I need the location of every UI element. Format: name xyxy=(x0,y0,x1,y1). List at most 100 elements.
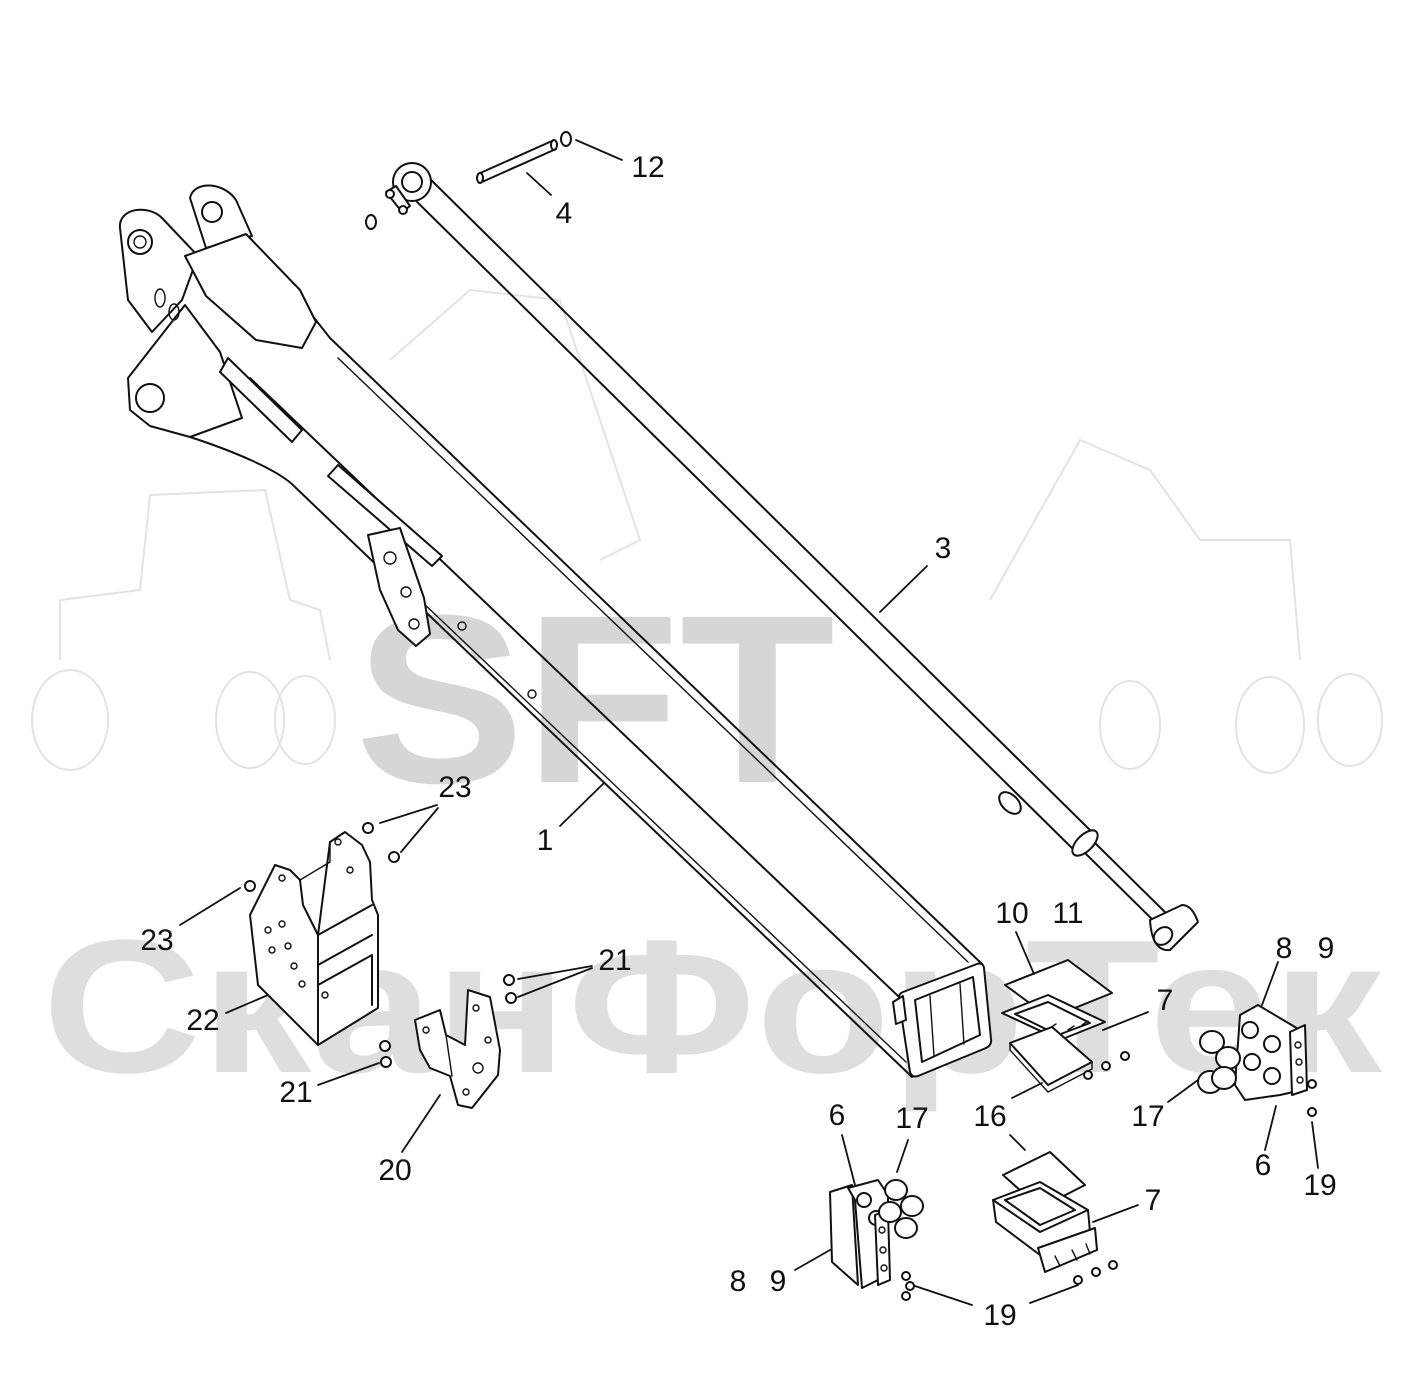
angle-strip-9-right-hole-3 xyxy=(1296,1076,1304,1084)
boom-head-underside xyxy=(189,436,297,489)
boom-side-slot-2 xyxy=(327,464,443,567)
bracket-22-hole-10 xyxy=(346,866,354,874)
leader-3 xyxy=(879,565,928,613)
bolt-19-left-b xyxy=(905,1281,915,1291)
callout-16: 16 xyxy=(973,1100,1006,1133)
watermark-tractor-left xyxy=(31,488,336,771)
boom-top-web-plate xyxy=(184,233,317,349)
watermark-excavator-center-boom xyxy=(389,288,642,561)
bracket-22-hole-7 xyxy=(290,962,298,970)
boom-left-pivot-hole-inner xyxy=(133,235,147,249)
side-plate-6-left-hole-1 xyxy=(856,1192,872,1208)
leader-lines xyxy=(179,139,1319,1306)
cylinder-head-clamp-bolt-2 xyxy=(398,205,408,215)
wear-frame-part-7-lower-opening xyxy=(1004,1187,1076,1226)
angle-strip-9-left-hole-2 xyxy=(879,1246,887,1254)
bracket-plate-20-hole-4 xyxy=(472,1062,484,1074)
angle-strip-9-right-hole-2 xyxy=(1295,1058,1303,1066)
pad-part-17-right-4 xyxy=(1211,1066,1237,1090)
bolt-23-a xyxy=(362,822,374,834)
leader-7-upper xyxy=(1102,1011,1149,1031)
side-plate-6-right-hole-4 xyxy=(1263,1067,1281,1085)
leader-19-lower xyxy=(914,1284,1079,1306)
leader-19-right xyxy=(1311,1121,1319,1169)
bracket-plate-20-outline xyxy=(414,989,501,1109)
pad-part-17-left-1 xyxy=(884,1179,908,1201)
wear-block-lower xyxy=(1037,1227,1098,1273)
retaining-ring-part-12-left xyxy=(365,214,377,230)
pin-upper-line xyxy=(477,140,553,175)
wear-frame-part-11-opening xyxy=(1014,1001,1091,1036)
bracket-22-hole-9 xyxy=(321,991,329,999)
bolt-21-c xyxy=(379,1040,391,1052)
leader-10 xyxy=(1015,931,1035,975)
boom-end-face-opening xyxy=(914,976,981,1063)
bolt-19-upper-c xyxy=(1120,1051,1130,1061)
watermark-tractor-right-wheel-1 xyxy=(1099,680,1161,770)
leader-17-right xyxy=(1167,1079,1199,1103)
cylinder-tube-upper-line xyxy=(423,172,1095,835)
leader-12 xyxy=(575,139,623,161)
side-plate-6-right-hole-1 xyxy=(1241,1021,1259,1039)
bracket-plate-20-hole-2 xyxy=(472,1004,480,1012)
leader-16 xyxy=(1009,1082,1043,1151)
callout-labels: 12 4 3 1 23 23 21 21 22 20 10 11 7 8 9 1… xyxy=(140,151,1336,1332)
cylinder-rod-eye-hole xyxy=(1152,926,1174,946)
watermark-tractor-right-wheel-3 xyxy=(1317,673,1383,767)
bracket-plate-part-20 xyxy=(414,989,501,1109)
pad-part-17-left-3 xyxy=(878,1201,902,1223)
cylinder-head-clamp-bolt-1 xyxy=(385,189,395,199)
boom-head-hole-1 xyxy=(154,288,166,308)
bracket-22-left-plate xyxy=(249,864,319,1046)
wear-block-lower-slots xyxy=(1054,1243,1091,1267)
bracket-plate-20-hole-5 xyxy=(462,1088,470,1096)
callout-6-left: 6 xyxy=(829,1099,846,1132)
bracket-22-hole-2 xyxy=(334,838,342,846)
boom-lower-bracket-hole-2 xyxy=(400,586,412,598)
boom-end-side-flange xyxy=(892,995,907,1025)
callout-22: 22 xyxy=(186,1004,219,1037)
bolts-part-21 xyxy=(379,974,517,1068)
bolt-21-d xyxy=(380,1056,392,1068)
leader-8-9-right xyxy=(1261,961,1279,1006)
callout-19-lower: 19 xyxy=(983,1299,1016,1332)
bracket-plate-20-hole-3 xyxy=(484,1036,492,1044)
callout-7-lower: 7 xyxy=(1145,1184,1162,1217)
leader-20 xyxy=(401,1094,441,1153)
callout-23-top: 23 xyxy=(438,771,471,804)
bolt-19-upper-b xyxy=(1101,1061,1111,1071)
cylinder-port xyxy=(998,791,1022,815)
bolt-19-upper-a xyxy=(1083,1070,1093,1080)
bolts-part-23 xyxy=(244,822,400,892)
leader-23-top xyxy=(379,804,439,853)
bolt-19-lower-b xyxy=(1091,1267,1101,1277)
callout-20: 20 xyxy=(378,1154,411,1187)
callout-6-right: 6 xyxy=(1255,1149,1272,1182)
bolt-19-right-b xyxy=(1307,1107,1317,1117)
bracket-22-channel-mid xyxy=(317,934,373,966)
bracket-22-channel-top xyxy=(317,904,373,936)
bracket-22-hole-1 xyxy=(278,874,286,882)
watermark-logo: SFT xyxy=(355,565,835,833)
callout-4: 4 xyxy=(556,197,573,230)
leader-17-left xyxy=(896,1139,909,1173)
pin-lower-line xyxy=(481,148,557,183)
watermark-tractor-left-wheel-3 xyxy=(274,675,336,765)
leader-23-left xyxy=(179,887,241,926)
boom-lower-bracket-hole-3 xyxy=(408,618,420,630)
bracket-22-hole-5 xyxy=(268,946,276,954)
boom-side-plate-hole xyxy=(135,383,165,413)
boom-lower-bracket-hole-1 xyxy=(383,551,397,565)
bracket-22-hole-8 xyxy=(298,980,306,988)
upper-wear-pad-set xyxy=(1001,959,1130,1093)
bracket-plate-20-bend xyxy=(445,1034,453,1077)
bolt-19-left-c xyxy=(901,1291,911,1301)
boom-end-face-inner-tab-1 xyxy=(929,995,935,1057)
boom-top-edge xyxy=(329,337,983,965)
callout-17-left: 17 xyxy=(895,1102,928,1135)
bolt-19-lower-c xyxy=(1108,1260,1118,1270)
cylinder-tube-lower-line xyxy=(405,190,1077,853)
leader-4 xyxy=(526,172,552,196)
callout-9-right: 9 xyxy=(1318,932,1335,965)
leader-9-left xyxy=(794,1249,831,1271)
